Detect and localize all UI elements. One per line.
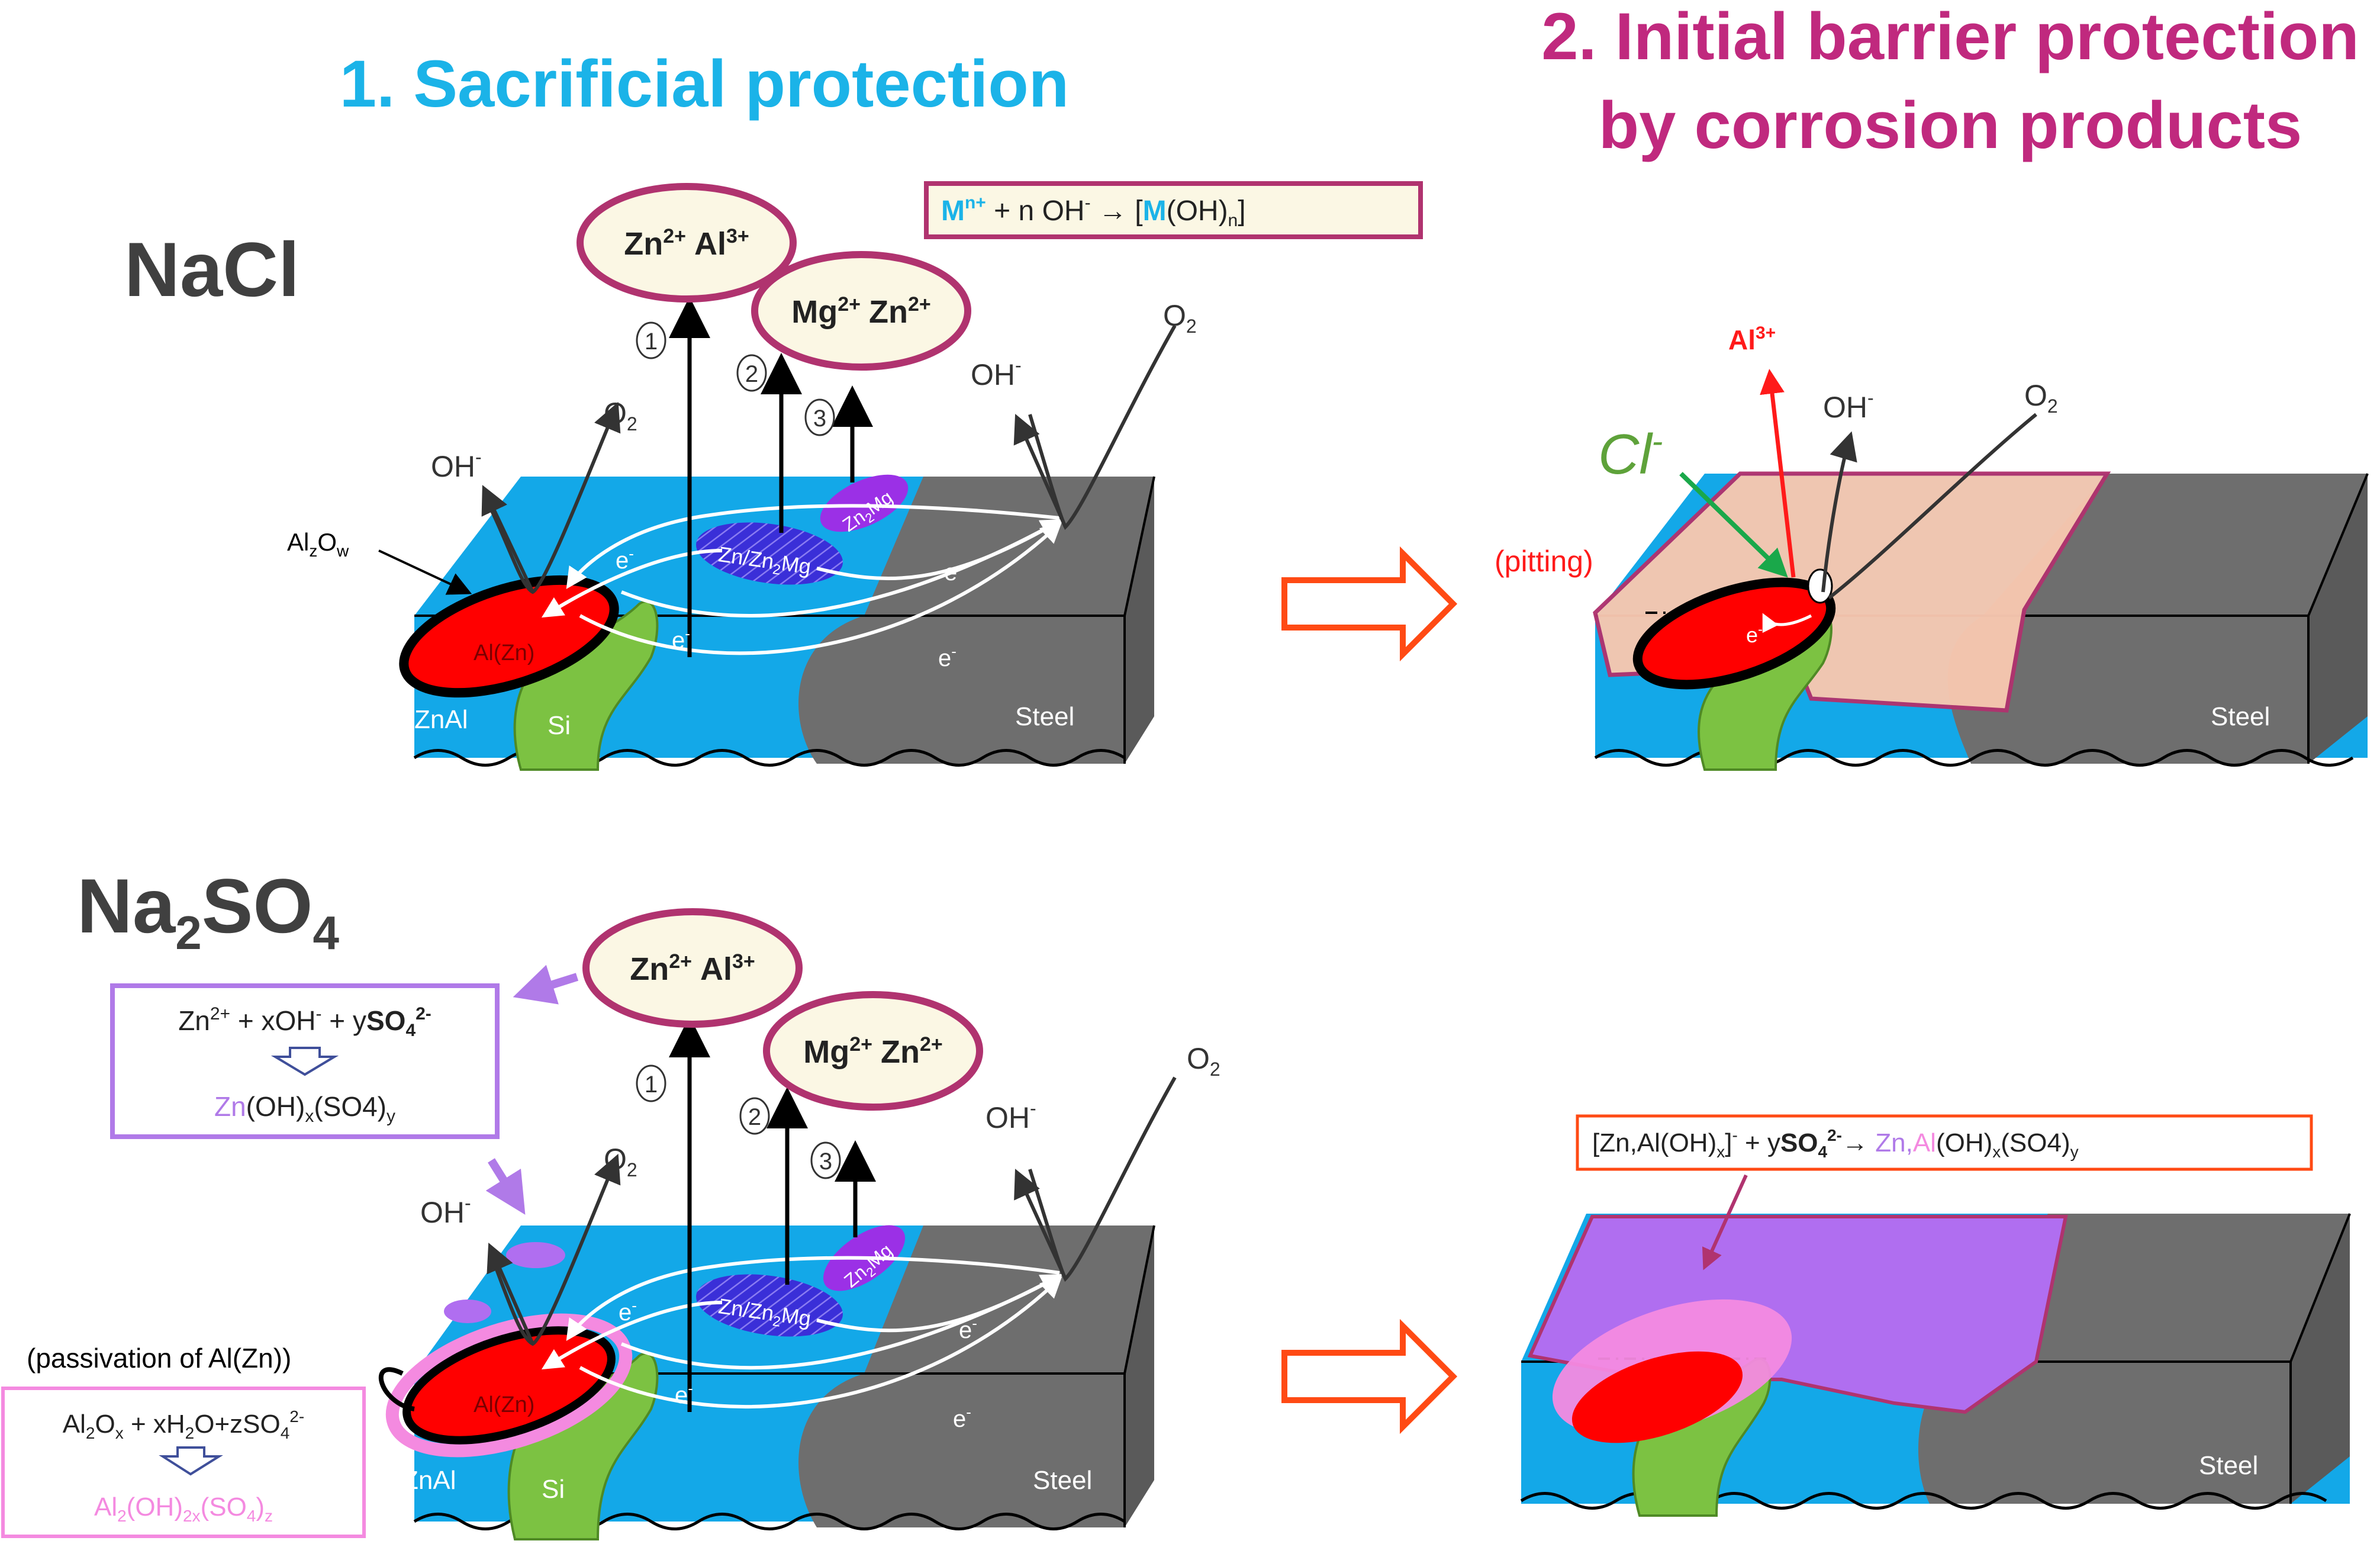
step-2-marker: 2 (736, 354, 767, 392)
al3-release-arrow (1760, 369, 1796, 578)
transition-arrow-bottom (1281, 1318, 1458, 1434)
si-label-sulfate: Si (542, 1475, 565, 1504)
steel-side-face (1125, 477, 1154, 764)
svg-text:3: 3 (819, 1149, 832, 1175)
row-label-na2so4: Na2SO4 (77, 863, 340, 959)
step-3-marker-sulfate: 3 (810, 1141, 841, 1179)
row-label-nacl: NaCl (124, 226, 299, 313)
al-sulfate-eq-line2: Al2(OH)2x(SO4)z (94, 1493, 273, 1525)
al3-label: Al3+ (1728, 323, 1776, 355)
electron-label-2: e- (672, 625, 690, 654)
electron-label-sulfate-1: e- (619, 1297, 637, 1326)
ion-bubble-mg-zn-text: Mg2+Zn2+ (791, 293, 930, 330)
o2-label-barrier: O2 (2024, 379, 2058, 417)
al-zn-phase-sulfate-barrier (1571, 1351, 1743, 1443)
al-zn-phase-pitting (1632, 577, 1836, 690)
ion-bubble-zn-al-text: Zn2+Al3+ (624, 225, 749, 262)
step-1-marker: 1 (636, 321, 666, 359)
electron-label-sulfate-4: e- (953, 1403, 971, 1432)
electron-label-1: e- (616, 545, 634, 574)
oh-label-left: OH- (431, 446, 482, 483)
al-zn-label: Al(Zn) (474, 641, 534, 665)
steel-label: Steel (1015, 702, 1074, 731)
oh-label-left-sulfate: OH- (420, 1192, 471, 1229)
steel-front-face (798, 616, 1125, 764)
electron-label-barrier: e- (1746, 622, 1763, 647)
al-sulfate-eq-line1: Al2Ox + xH2O+zSO42- (63, 1407, 304, 1442)
zn-zn2mg-label: Zn/Zn2Mg (716, 542, 812, 582)
transition-arrow-top (1281, 546, 1458, 662)
oh-label-right-sulfate: OH- (986, 1098, 1036, 1134)
barrier-sulfate-equation: [Zn,Al(OH)x]- + ySO42-→ Zn,Al(OH)x(SO4)y (1592, 1126, 2079, 1161)
al-zn-label-sulfate: Al(Zn) (474, 1392, 534, 1417)
title-barrier-protection-line2: by corrosion products (1599, 88, 2302, 162)
svg-text:3: 3 (813, 406, 826, 432)
ion-bubble-mg-zn (751, 251, 971, 371)
o2-label-left-sulfate: O2 (604, 1143, 637, 1181)
panel-nacl-barrier: Al3+ OH- O2 Cl- (pitting) e- Steel (1495, 323, 2369, 771)
cl-label: Cl- (1598, 422, 1663, 486)
electron-label-3: e- (944, 557, 962, 586)
ion-bubble-zn-al (577, 183, 797, 303)
svg-text:2: 2 (748, 1104, 761, 1130)
step-1-marker-sulfate: 1 (636, 1064, 666, 1102)
o2-label-right: O2 (1163, 299, 1197, 337)
o2-label-right-sulfate: O2 (1187, 1042, 1220, 1080)
ion-bubble-mg-zn-sulfate-text: Mg2+Zn2+ (803, 1033, 942, 1070)
title-barrier-protection-line1: 2. Initial barrier protection (1541, 0, 2359, 73)
al-ow-label: AlzOw (287, 528, 349, 560)
steel-label-sulfate: Steel (1033, 1466, 1092, 1495)
svg-text:1: 1 (645, 1072, 658, 1098)
steel-label-sulfate-barrier: Steel (2199, 1451, 2258, 1480)
oh-label-right: OH- (971, 355, 1022, 391)
steel-label-barrier: Steel (2211, 702, 2270, 731)
hydroxide-equation-box (924, 181, 1423, 239)
electron-label-sulfate-2: e- (675, 1379, 693, 1408)
cl-attack-arrow (1679, 472, 1788, 578)
znal-label: ZnAl (414, 705, 468, 734)
electron-label-4: e- (938, 642, 956, 671)
pitting-label: (pitting) (1495, 545, 1593, 578)
panel-nacl-sacrificial: Al(Zn) Zn/Zn2Mg Zn2Mg 1 2 3 Zn2+Al3+ Mg2… (287, 181, 1423, 771)
zn2mg-phase (820, 474, 909, 532)
znal-label-sulfate: ZnAl (402, 1466, 456, 1495)
hydroxide-equation: Mn+ + n OH- → [M(OH)n] (941, 193, 1246, 230)
ion-bubble-zn-al-sulfate-text: Zn2+Al3+ (630, 950, 755, 987)
title-sacrificial-protection: 1. Sacrificial protection (340, 47, 1069, 121)
svg-text:1: 1 (645, 329, 658, 355)
barrier-sulfate-equation-box (1576, 1114, 2313, 1171)
zn-zn2mg-phase (696, 522, 843, 585)
step-2-marker-sulfate: 2 (739, 1097, 770, 1135)
svg-text:2: 2 (745, 361, 758, 387)
step-3-marker: 3 (804, 398, 835, 436)
ion-bubble-mg-zn-sulfate (763, 991, 983, 1111)
panel-na2so4-barrier: [Zn,Al(OH)x]- + ySO42-→ Zn,Al(OH)x(SO4)y… (1520, 1114, 2351, 1517)
si-particle (513, 600, 659, 771)
passivation-label: (passivation of Al(Zn)) (27, 1343, 291, 1374)
zn-sulfate-eq-line1: Zn2+ + xOH- + ySO42- (178, 1004, 431, 1040)
panel-na2so4-sacrificial: Al(Zn) Zn/Zn2Mg Zn2Mg 1 2 3 Zn2+Al3+ Mg2… (1, 908, 1220, 1540)
si-label: Si (548, 711, 571, 740)
ion-bubble-zn-al-sulfate (582, 908, 803, 1028)
electron-label-sulfate-3: e- (959, 1314, 977, 1343)
zn-sulfate-eq-line2: Zn(OH)x(SO4)y (214, 1091, 395, 1126)
o2-label-left: O2 (604, 397, 637, 435)
oh-label-barrier: OH- (1823, 387, 1874, 424)
